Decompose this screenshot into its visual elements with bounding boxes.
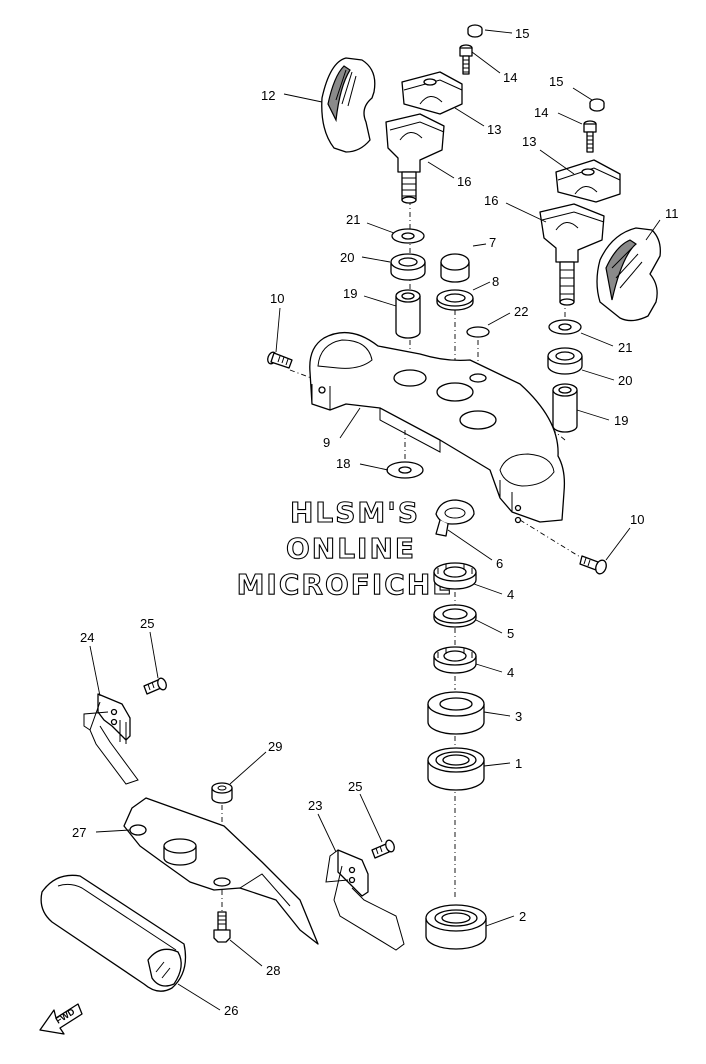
handlebar-holder-16-upper [385, 113, 445, 204]
callout-27: 27 [72, 825, 86, 840]
watermark-line-3: MICROFICHE [237, 568, 454, 601]
pinch-bolt-10-left [267, 351, 293, 369]
callout-16-upper: 16 [457, 174, 471, 189]
callout-13-lower: 13 [522, 134, 536, 149]
bolt-25-left [143, 677, 167, 695]
callout-19-lower: 19 [614, 413, 628, 428]
bearing-cover-3 [427, 691, 485, 735]
callout-22: 22 [514, 304, 528, 319]
callout-1: 1 [515, 756, 522, 771]
callout-labels: 15 14 13 12 16 15 14 13 16 11 21 20 7 8 … [72, 26, 679, 1018]
callout-19-upper: 19 [343, 286, 357, 301]
plug-22 [466, 326, 490, 338]
callout-4-lower: 4 [507, 665, 514, 680]
callout-20-lower: 20 [618, 373, 632, 388]
callout-7: 7 [489, 235, 496, 250]
washer-5 [433, 604, 477, 628]
callout-12: 12 [261, 88, 275, 103]
callout-2: 2 [519, 909, 526, 924]
cap-15-lower [589, 98, 605, 112]
washer-8 [436, 289, 474, 311]
callout-9: 9 [323, 435, 330, 450]
pinch-bolt-10-right [579, 555, 607, 575]
callout-25-right: 25 [348, 779, 362, 794]
cap-15-upper [467, 24, 483, 38]
callout-21-lower: 21 [618, 340, 632, 355]
cover-26 [40, 874, 187, 992]
callout-11: 11 [665, 206, 679, 221]
callout-14-upper: 14 [503, 70, 517, 85]
callout-25-left: 25 [140, 616, 154, 631]
callout-10-left: 10 [270, 291, 284, 306]
bolt-14-lower [583, 120, 597, 153]
callout-8: 8 [492, 274, 499, 289]
bolt-28 [213, 911, 231, 943]
callout-15-lower: 15 [549, 74, 563, 89]
handlebar-holder-16-lower [539, 203, 605, 306]
handlebar-holder-13-lower [555, 159, 621, 203]
bearing-2 [425, 904, 487, 950]
callout-5: 5 [507, 626, 514, 641]
upper-bracket-9 [309, 331, 566, 524]
cover-plate-27 [123, 797, 319, 945]
callout-6: 6 [496, 556, 503, 571]
callout-14-lower: 14 [534, 105, 548, 120]
bushing-20-upper [390, 253, 426, 281]
washer-21-lower [548, 319, 582, 335]
washer-21-upper [391, 228, 425, 244]
callout-13-upper: 13 [487, 122, 501, 137]
callout-18: 18 [336, 456, 350, 471]
callout-26: 26 [224, 1003, 238, 1018]
bearing-1 [427, 747, 485, 791]
bushing-20-lower [547, 347, 583, 375]
callout-23: 23 [308, 798, 322, 813]
ring-nut-4-lower [433, 646, 477, 674]
callout-29: 29 [268, 739, 282, 754]
callout-10-right: 10 [630, 512, 644, 527]
callout-21-upper: 21 [346, 212, 360, 227]
callout-28: 28 [266, 963, 280, 978]
washer-18 [386, 461, 424, 479]
bracket-23 [325, 849, 405, 951]
callout-15-upper: 15 [515, 26, 529, 41]
callout-24: 24 [80, 630, 94, 645]
ring-nut-4-upper [433, 562, 477, 590]
cover-11 [596, 227, 661, 322]
callout-4-upper: 4 [507, 587, 514, 602]
cover-12 [321, 57, 376, 153]
cap-nut-7 [440, 253, 470, 283]
callout-20-upper: 20 [340, 250, 354, 265]
watermark: HLSM'S ONLINE MICROFICHE [236, 495, 454, 601]
bracket-24 [83, 693, 139, 785]
grommet-29 [211, 782, 233, 804]
bushing-19-lower [552, 383, 578, 433]
callout-16-lower: 16 [484, 193, 498, 208]
callout-3: 3 [515, 709, 522, 724]
lock-washer-6 [435, 499, 475, 537]
bolt-14-upper [459, 44, 473, 75]
watermark-line-1: HLSM'S [290, 496, 420, 529]
forward-direction-arrow: FWD [39, 1003, 83, 1035]
leader-lines [89, 29, 661, 1011]
watermark-line-2: ONLINE [286, 532, 416, 565]
handlebar-holder-13-upper [401, 71, 463, 115]
bushing-19-upper [395, 289, 421, 339]
bolt-25-right [371, 839, 395, 859]
